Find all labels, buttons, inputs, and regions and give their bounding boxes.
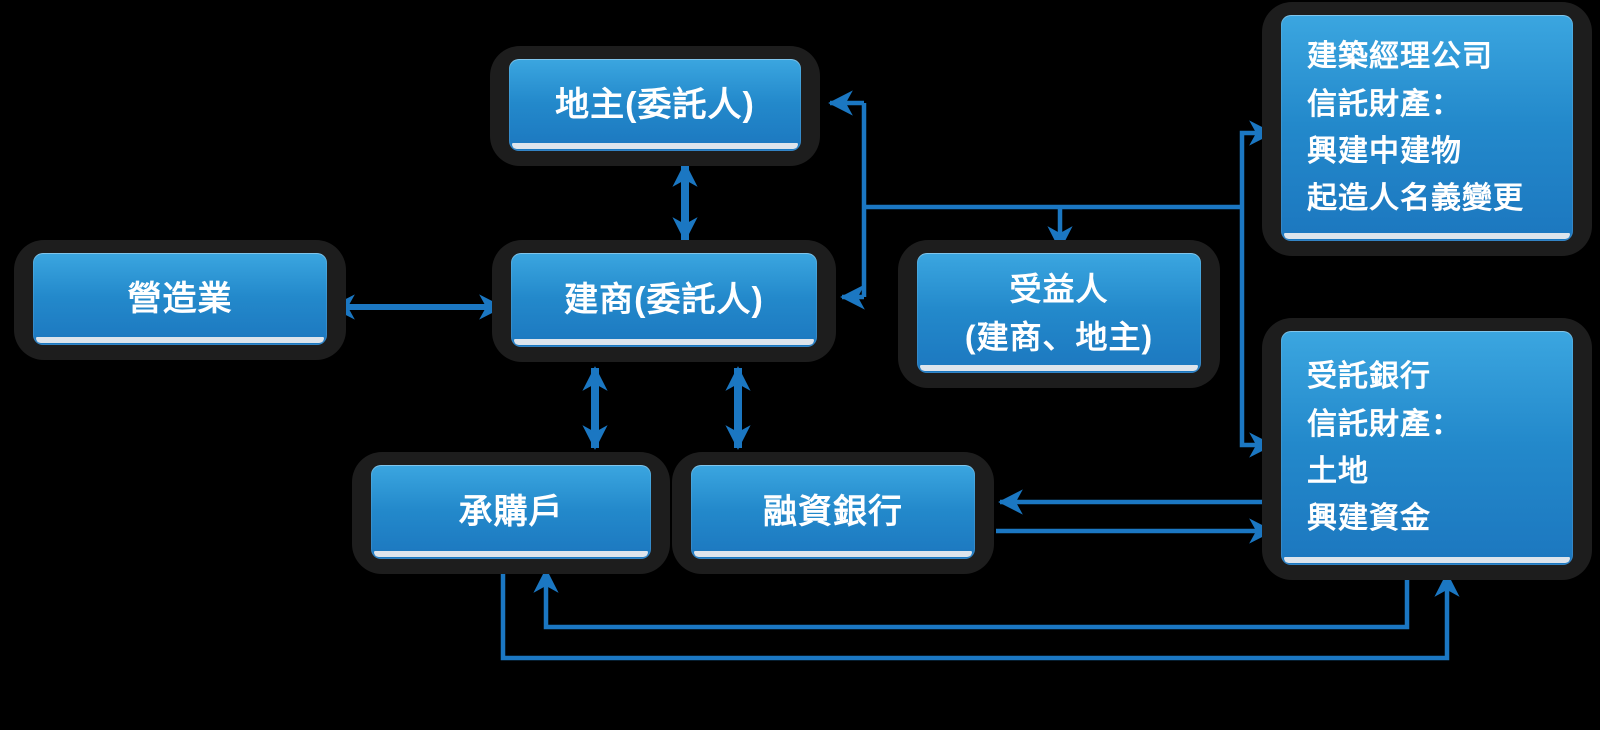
- node-construction-management-label: 建築經理公司 信託財產： 興建中建物 起造人名義變更: [1307, 40, 1524, 216]
- node-construction-management: 建築經理公司 信託財產： 興建中建物 起造人名義變更: [1262, 2, 1592, 256]
- node-landowner: 地主(委託人): [490, 46, 820, 166]
- node-construction-industry-label: 營造業: [127, 279, 233, 318]
- node-purchasers: 承購戶: [352, 452, 670, 574]
- node-purchasers-label: 承購戶: [458, 492, 564, 531]
- node-beneficiary: 受益人 (建商、地主): [898, 240, 1220, 388]
- edge-purchasers-to-trustee: [500, 572, 1460, 661]
- node-trustee-bank: 受託銀行 信託財產： 土地 興建資金: [1262, 318, 1592, 580]
- node-beneficiary-label: 受益人 (建商、地主): [964, 271, 1154, 355]
- node-financing-bank: 融資銀行: [672, 452, 994, 574]
- node-builder: 建商(委託人): [492, 240, 836, 362]
- node-builder-label: 建商(委託人): [564, 280, 764, 319]
- node-landowner-label: 地主(委託人): [555, 85, 755, 124]
- node-construction-industry: 營造業: [14, 240, 346, 360]
- edge-trustee-to-purchasers: [533, 568, 1410, 630]
- node-trustee-bank-label: 受託銀行 信託財產： 土地 興建資金: [1307, 360, 1462, 536]
- node-financing-bank-label: 融資銀行: [763, 492, 903, 531]
